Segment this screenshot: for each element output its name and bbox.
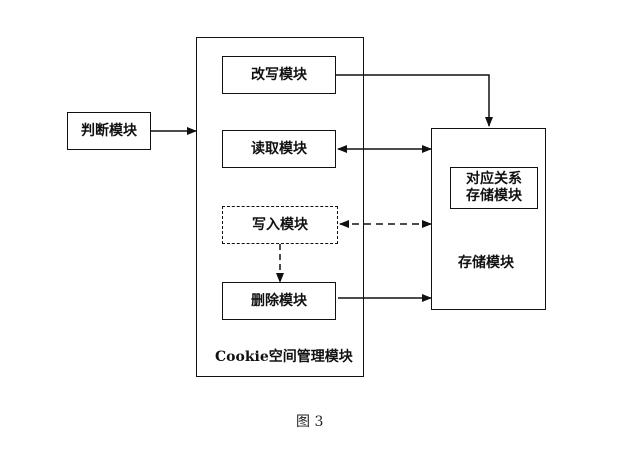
read-module-label: 读取模块 — [251, 140, 307, 157]
arrow-rewrite-to-storage — [336, 74, 493, 127]
storage-module-label: 存储模块 — [458, 255, 514, 271]
storage-module — [431, 128, 546, 310]
mapping-storage-label-line1: 对应关系 — [466, 171, 522, 187]
figure-caption: 图 3 — [296, 414, 324, 430]
judge-module: 判断模块 — [67, 112, 151, 150]
write-module-label: 写入模块 — [252, 216, 308, 233]
delete-module-label: 删除模块 — [251, 292, 307, 309]
delete-module: 删除模块 — [222, 282, 336, 320]
rewrite-module: 改写模块 — [222, 56, 336, 94]
mapping-storage-label-line2: 存储模块 — [466, 188, 522, 204]
cookie-space-label: Cookie空间管理模块 — [215, 349, 353, 365]
read-module: 读取模块 — [222, 130, 336, 168]
write-module: 写入模块 — [222, 206, 338, 244]
cookie-space-container — [196, 37, 364, 377]
rewrite-module-label: 改写模块 — [251, 66, 307, 83]
mapping-storage-module: 对应关系 存储模块 — [450, 167, 538, 209]
judge-module-label: 判断模块 — [81, 122, 137, 139]
